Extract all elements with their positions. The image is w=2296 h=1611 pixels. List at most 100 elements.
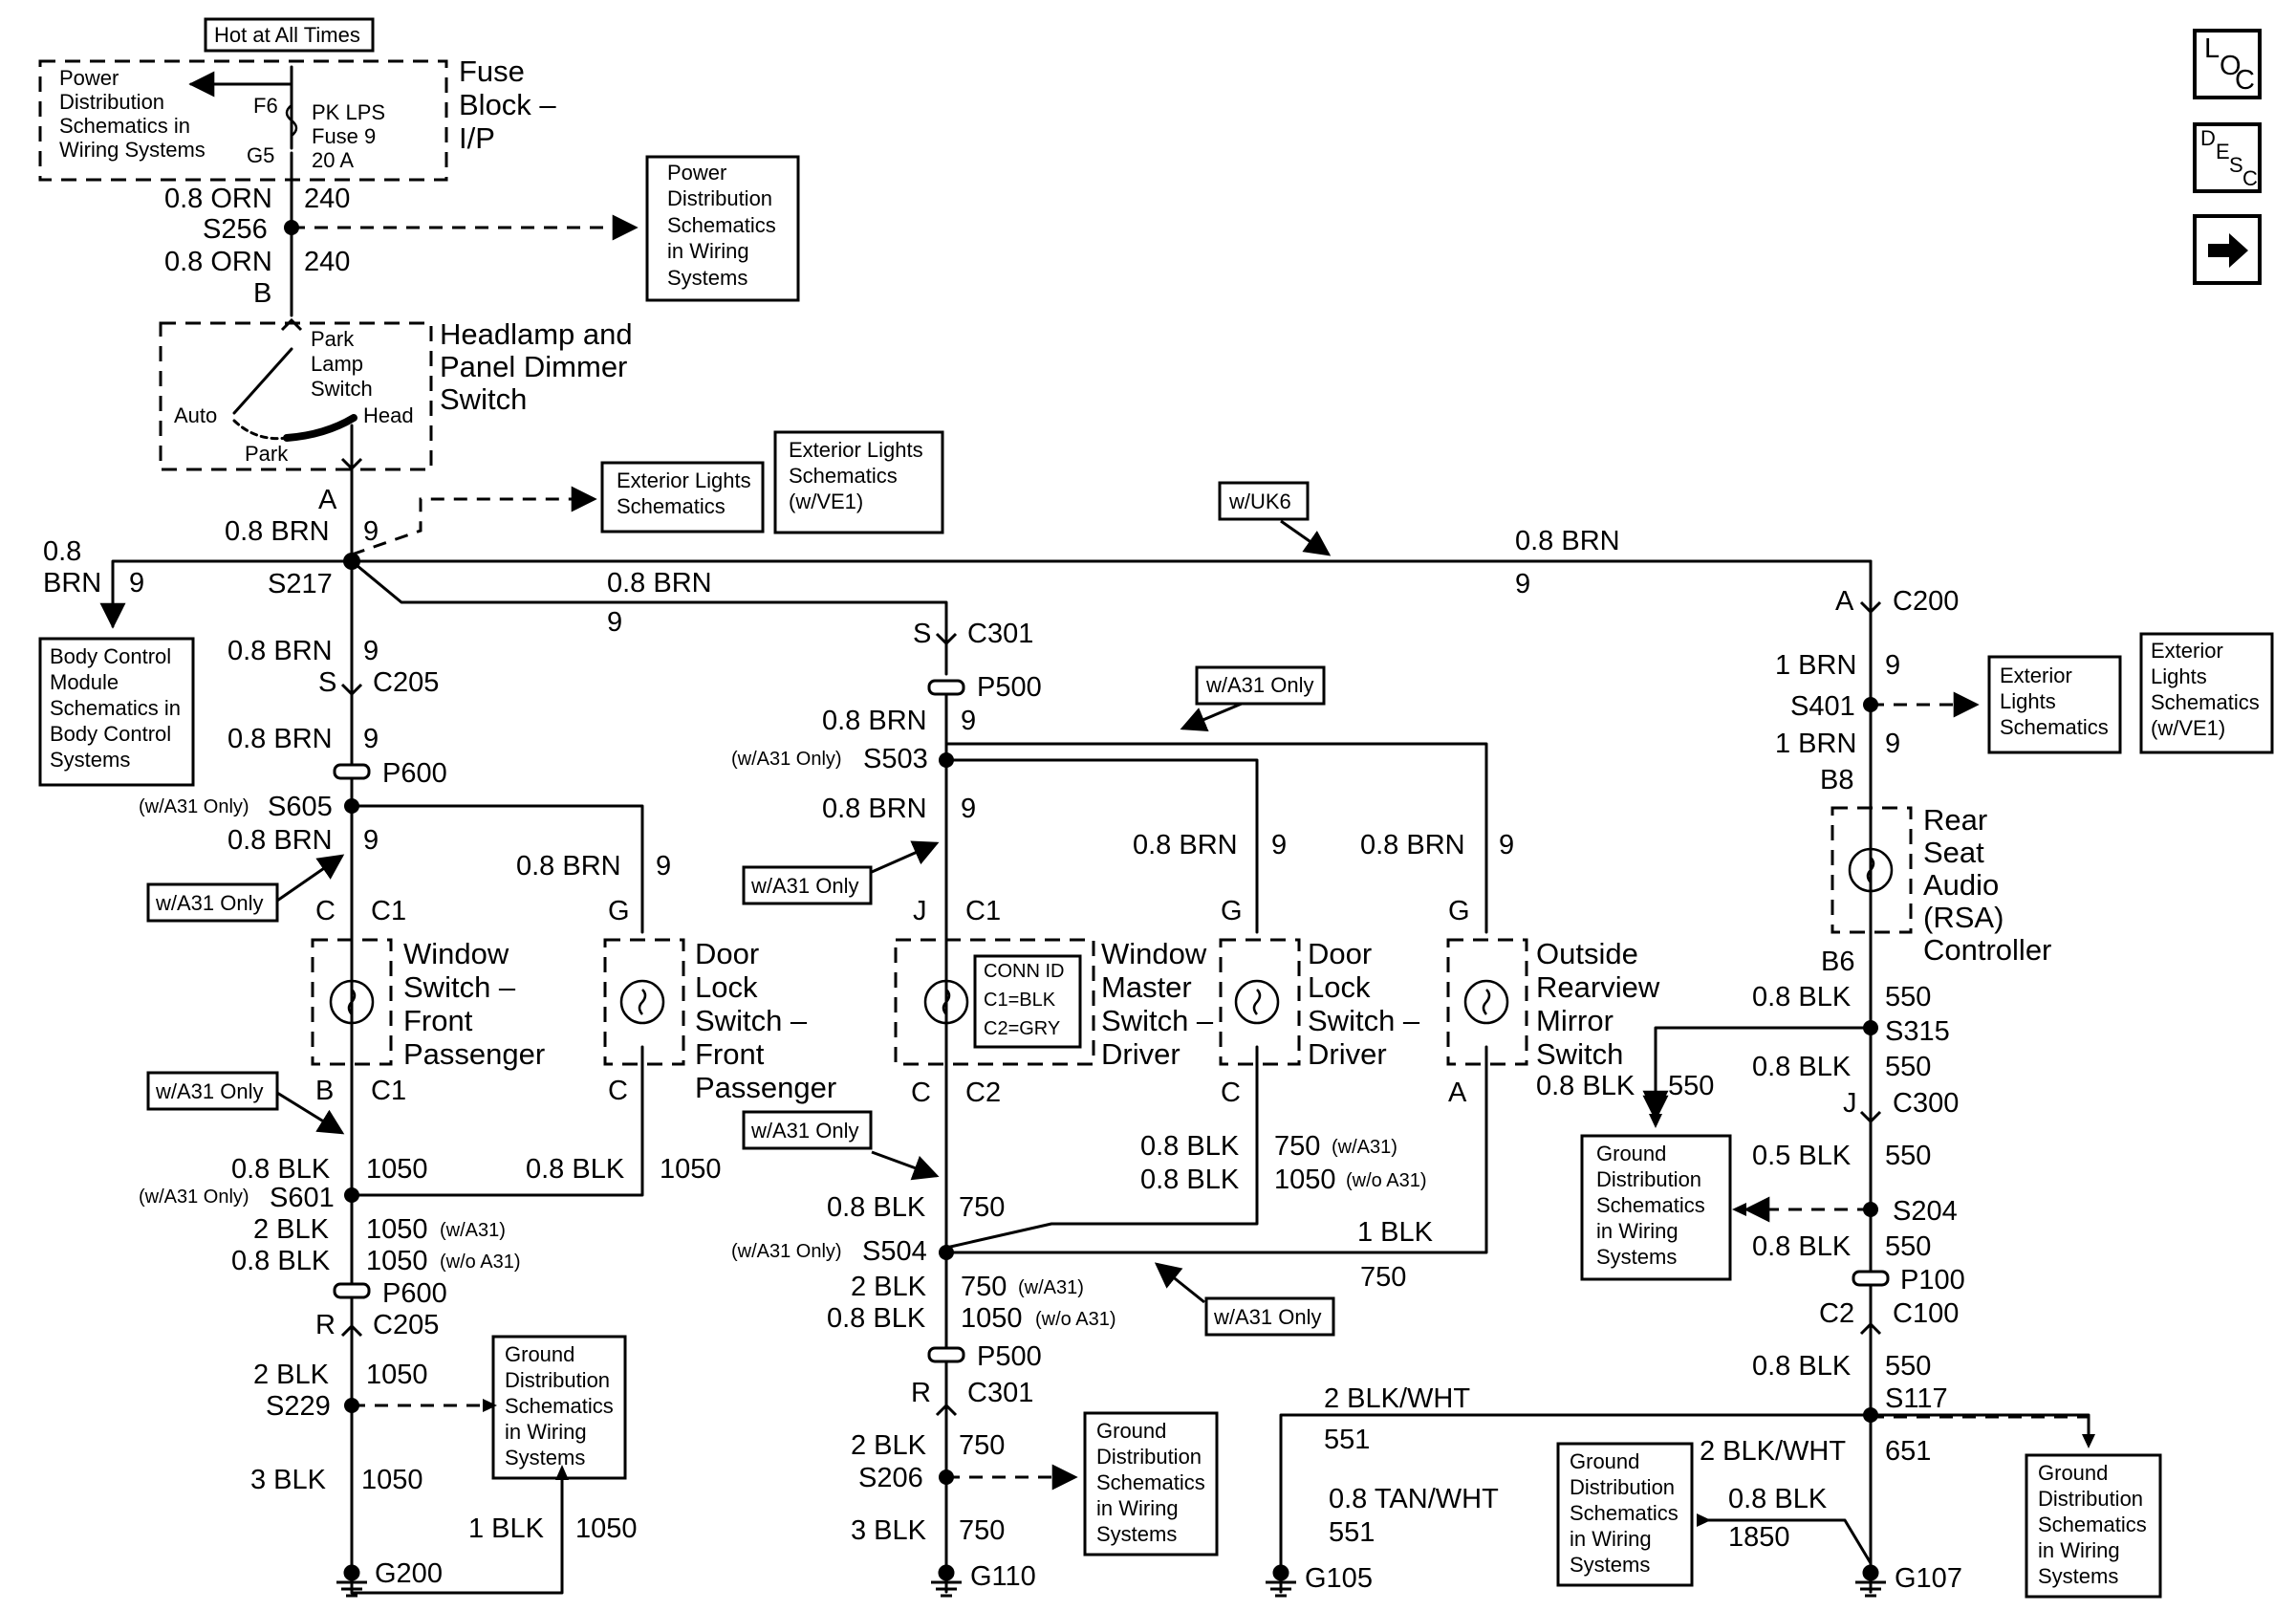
splice-s256 xyxy=(284,220,299,235)
left-gd-2: Schematics xyxy=(505,1394,614,1418)
nav-buttons: L O C D E S C xyxy=(2193,29,2262,285)
right-w7: 0.8 BLK xyxy=(1752,1351,1852,1382)
chevron-c100 xyxy=(1859,1321,1882,1336)
loc-button[interactable]: L O C xyxy=(2193,29,2262,99)
pin-b: B xyxy=(253,278,271,309)
right-w4b: 0.8 BLK xyxy=(1536,1071,1635,1101)
splice-s229 xyxy=(344,1398,359,1413)
next-button[interactable] xyxy=(2193,214,2262,285)
dlk-4: Passenger xyxy=(695,1071,836,1104)
right-c300: C300 xyxy=(1893,1088,1959,1119)
right-gd2-2: Schematics xyxy=(1570,1501,1679,1525)
bcm-line-3: Body Control xyxy=(50,722,171,746)
arrow-g200-branch xyxy=(555,1465,569,1480)
right-w2: 1 BRN xyxy=(1775,729,1856,759)
loc-l: L xyxy=(2204,33,2220,64)
center-g1: G xyxy=(1221,896,1243,926)
right-b8: B8 xyxy=(1820,765,1853,795)
pd-line-0: Power xyxy=(59,66,119,90)
center-w8: 1 BLK xyxy=(1357,1217,1434,1248)
left-c3b: 9 xyxy=(656,851,671,882)
left-w4b: 0.8 BLK xyxy=(526,1154,625,1185)
splice-s503 xyxy=(939,752,954,768)
right-c100: C100 xyxy=(1893,1298,1959,1329)
right-ext1-0: Exterior xyxy=(2000,664,2072,687)
center-w2: 0.8 BRN xyxy=(822,794,927,824)
bus-to-c301 xyxy=(350,559,948,676)
gd-g105-box xyxy=(1556,1442,1694,1587)
left-w4: 0.8 BLK xyxy=(231,1154,331,1185)
bcm-box xyxy=(38,637,195,787)
center-c9: 750 xyxy=(961,1272,1007,1302)
right-g105: G105 xyxy=(1305,1563,1373,1594)
right-w8: 2 BLK/WHT xyxy=(1324,1383,1470,1414)
ext1-line-0: Exterior Lights xyxy=(617,468,751,492)
right-s401: S401 xyxy=(1790,691,1855,722)
center-c6: 1050 xyxy=(1274,1165,1336,1195)
orm-3: Switch xyxy=(1536,1037,1623,1071)
chevron-c301-top xyxy=(935,632,958,646)
desc-button[interactable]: D E S C xyxy=(2193,122,2262,193)
left-p600b: P600 xyxy=(382,1278,447,1309)
left-s: S xyxy=(318,667,336,698)
dash-s217-ext xyxy=(351,486,597,556)
center-p500: P500 xyxy=(977,672,1042,703)
right-s117: S117 xyxy=(1885,1383,1948,1414)
left-s229: S229 xyxy=(266,1391,331,1422)
right-ext2-2: Schematics xyxy=(2151,690,2260,714)
right-gd1-3: in Wiring xyxy=(1596,1219,1679,1243)
right-c10: 551 xyxy=(1329,1517,1375,1548)
right-ext2-0: Exterior xyxy=(2151,639,2223,663)
center-tag2: w/A31 Only xyxy=(750,874,859,898)
gd-s117-box xyxy=(2025,1453,2162,1599)
left-g200: G200 xyxy=(375,1558,443,1589)
door-lock-driver-outline xyxy=(1219,938,1301,1066)
splice-s601 xyxy=(344,1187,359,1203)
center-c10n: (w/o A31) xyxy=(1035,1309,1116,1330)
center-c301b: C301 xyxy=(967,1378,1033,1408)
left-branch-bot xyxy=(350,1045,644,1197)
bcm-line-4: Systems xyxy=(50,748,130,772)
right-c11: 1850 xyxy=(1728,1522,1790,1553)
left-w5: 2 BLK xyxy=(253,1214,330,1245)
right-gd2-4: Systems xyxy=(1570,1553,1650,1577)
connector-p600-bot xyxy=(333,1282,371,1299)
pd2-line-0: Power xyxy=(667,161,726,185)
center-c-pin2: C xyxy=(1221,1078,1241,1108)
right-p100: P100 xyxy=(1900,1265,1965,1295)
right-c2lbl: C2 xyxy=(1819,1298,1854,1329)
wms-1: Master xyxy=(1101,970,1192,1004)
loc-o: O xyxy=(2220,51,2242,81)
ext2-line-0: Exterior Lights xyxy=(789,438,923,462)
ground-g107-icon xyxy=(1855,1564,1886,1598)
center-gd-4: Systems xyxy=(1096,1522,1177,1546)
right-s204: S204 xyxy=(1893,1196,1958,1227)
bcm-line-1: Module xyxy=(50,670,119,694)
center-g2: G xyxy=(1448,896,1470,926)
center-j: J xyxy=(913,896,927,926)
splice-s206 xyxy=(939,1469,954,1485)
right-1850 xyxy=(1700,1518,1873,1565)
a31-tag-c1 xyxy=(742,865,873,905)
right-gd1-2: Schematics xyxy=(1596,1193,1705,1217)
center-s206: S206 xyxy=(858,1463,923,1493)
center-c7: 750 xyxy=(959,1192,1005,1223)
left-c1: 9 xyxy=(363,636,379,666)
bus-c-right: 9 xyxy=(1515,569,1530,599)
bcm-line-2: Schematics in xyxy=(50,696,181,720)
left-c8: 1050 xyxy=(361,1465,423,1495)
wsw-3: Passenger xyxy=(403,1037,545,1071)
center-gd-0: Ground xyxy=(1096,1419,1166,1443)
dls-3: Driver xyxy=(1308,1037,1387,1071)
right-gd3-3: in Wiring xyxy=(2038,1538,2120,1562)
left-c-pin: C xyxy=(315,896,336,926)
right-w11: 0.8 BLK xyxy=(1728,1484,1828,1514)
bus-c-top: 9 xyxy=(363,516,379,547)
uk6-label: w/UK6 xyxy=(1228,490,1291,513)
center-c2: 9 xyxy=(961,794,976,824)
bus-c-mid: 9 xyxy=(607,607,622,638)
right-ext2-3: (w/VE1) xyxy=(2151,716,2225,740)
left-c2: 9 xyxy=(363,724,379,754)
lamp-door-driver xyxy=(1234,979,1280,1025)
ext1-box xyxy=(600,461,765,533)
